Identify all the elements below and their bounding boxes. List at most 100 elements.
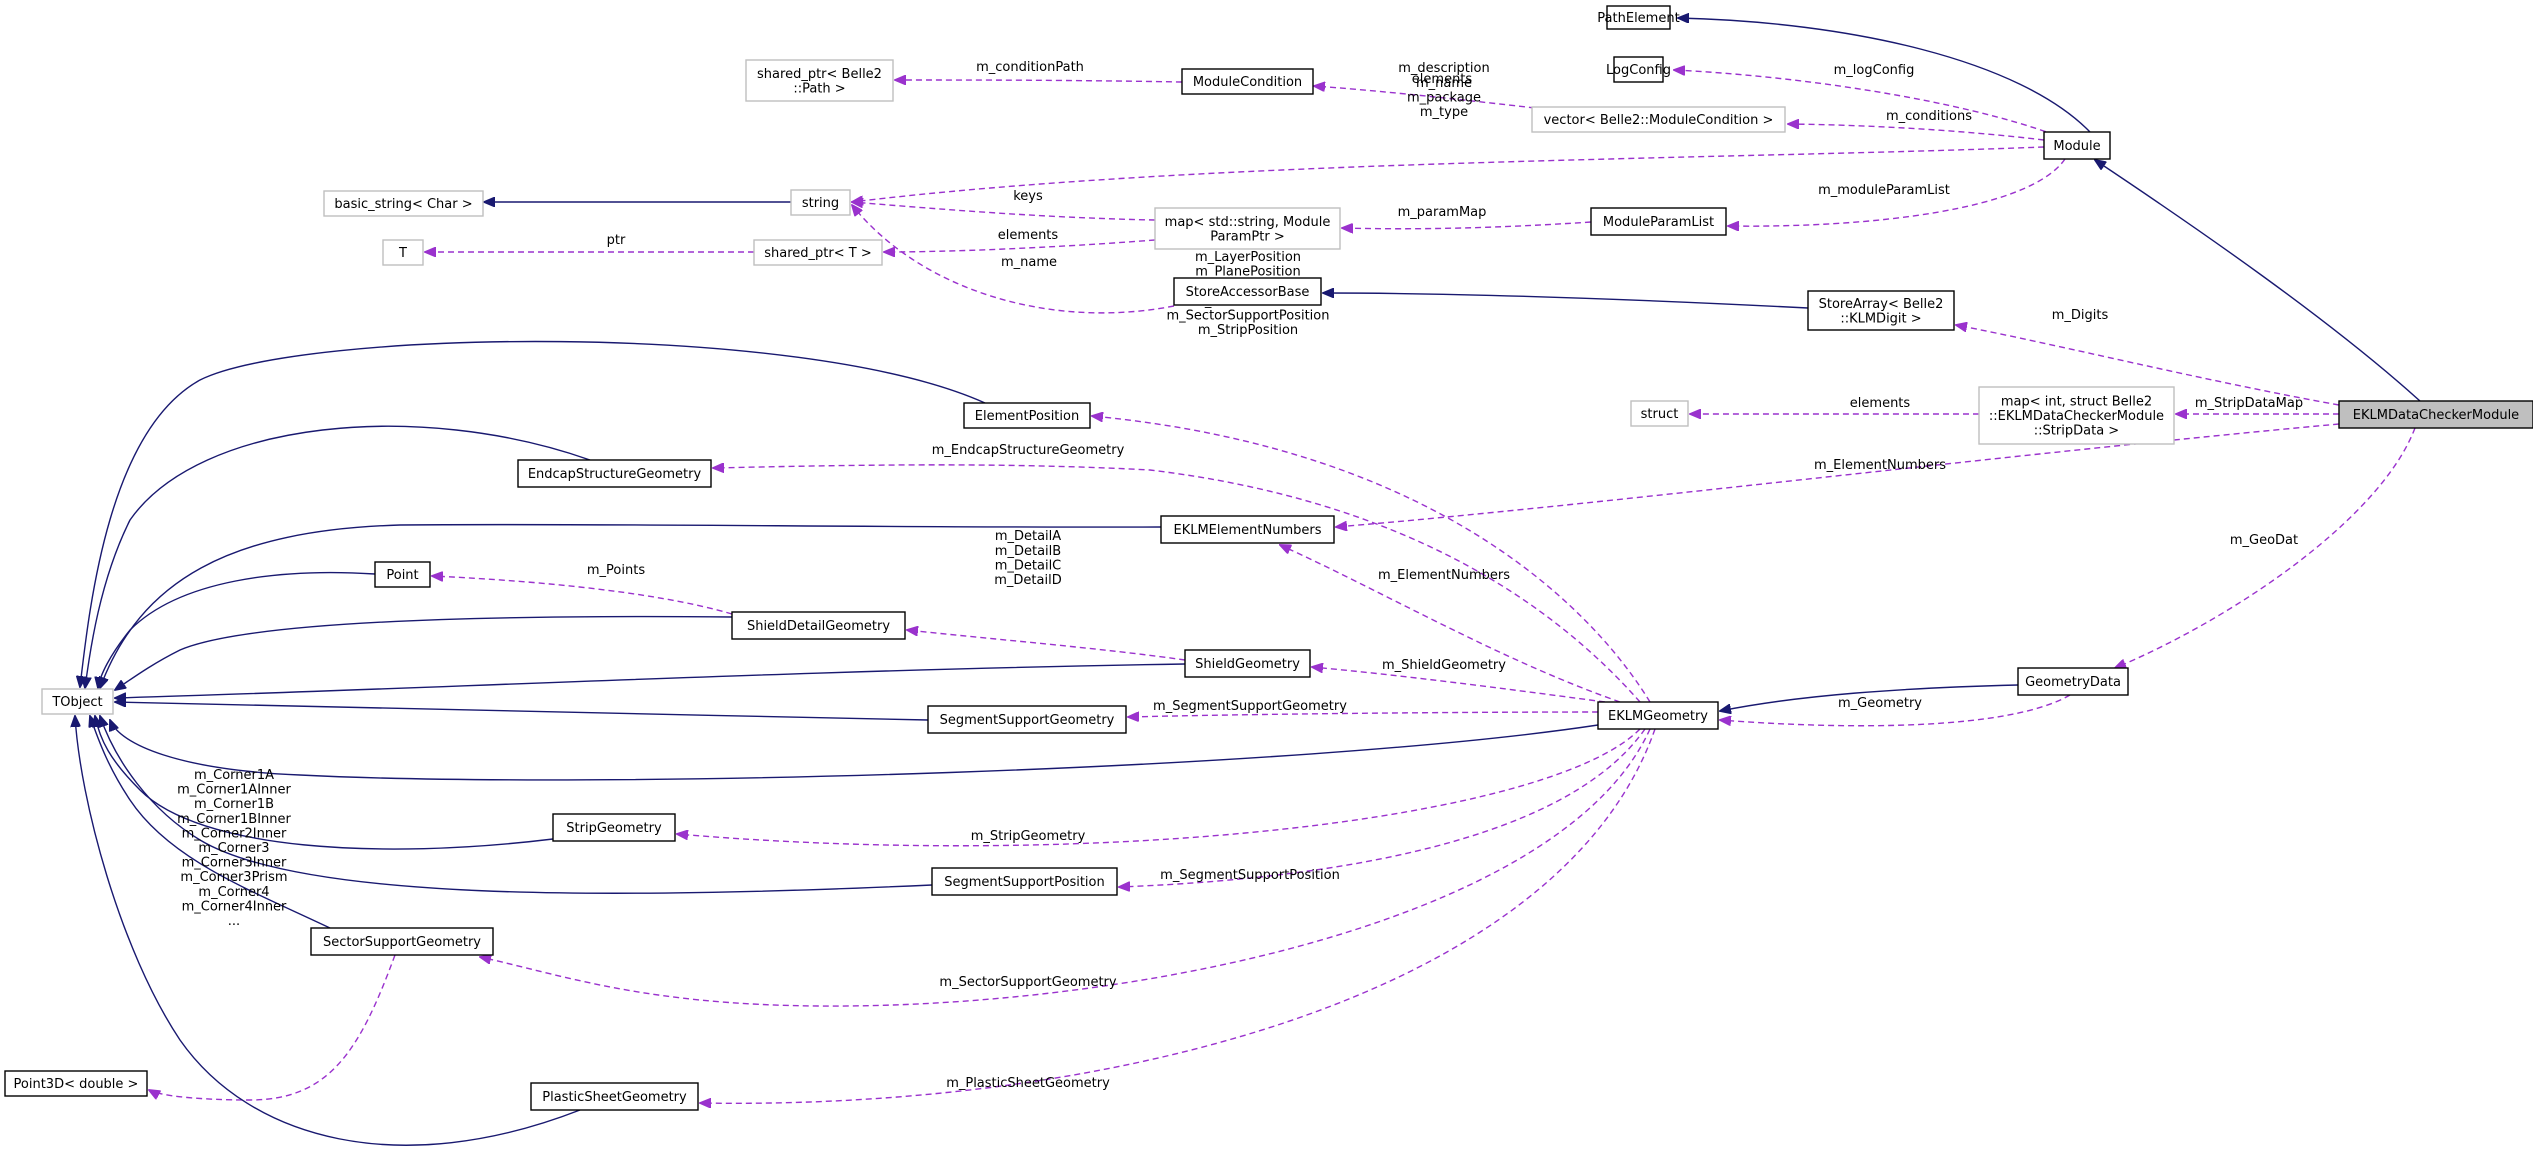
class-node-sectorsupportgeometry[interactable]: SectorSupportGeometry — [310, 927, 494, 956]
class-node-storeaccessorbase[interactable]: StoreAccessorBase — [1173, 277, 1322, 306]
node-box — [1978, 386, 2175, 445]
class-node-modulecondition[interactable]: ModuleCondition — [1181, 68, 1314, 95]
class-node-moduleparamlist[interactable]: ModuleParamList — [1590, 207, 1727, 236]
edge-label: m_StripDataMap — [2195, 396, 2303, 411]
node-box — [731, 611, 906, 640]
class-node-storearray[interactable]: StoreArray< Belle2::KLMDigit > — [1807, 290, 1955, 331]
node-label: T — [398, 246, 407, 261]
edge-label: m_ElementNumbers — [1378, 568, 1510, 583]
edge-module-to-string — [852, 146, 2045, 202]
node-label: Point3D< double > — [14, 1077, 139, 1092]
edge-label: m_Digits — [2052, 308, 2109, 323]
node-label: StoreAccessorBase — [1186, 285, 1310, 300]
class-node-segmentsupportposition[interactable]: SegmentSupportPosition — [931, 867, 1118, 896]
edge-label: m_SegmentSupportPosition — [1160, 868, 1340, 883]
edge-checker-to-elementnumbers — [1336, 423, 2340, 527]
class-node-eklmdatacheckermodule[interactable]: EKLMDataCheckerModule — [2338, 400, 2533, 429]
edge-shielddetail-to-tobject — [115, 615, 733, 690]
edge-label: m_Corner3Prism — [180, 870, 287, 885]
class-node-sp-path[interactable]: shared_ptr< Belle2::Path > — [745, 59, 894, 102]
edge-eklmgeometry-to-segsupgeom — [1128, 711, 1599, 717]
node-box — [1173, 277, 1322, 306]
edge-module-to-vec-cond — [1788, 124, 2045, 141]
class-node-point3d[interactable]: Point3D< double > — [4, 1070, 148, 1097]
node-label: struct — [1641, 407, 1679, 422]
edge-label: elements — [1412, 72, 1473, 87]
edge-sectorsup-to-point3d — [149, 954, 396, 1101]
edge-label: m_Geometry — [1838, 696, 1922, 711]
node-label: string — [802, 196, 839, 211]
class-node-t[interactable]: T — [382, 239, 424, 266]
class-node-basic-string[interactable]: basic_string< Char > — [323, 190, 484, 217]
class-node-tobject[interactable]: TObject — [41, 688, 114, 715]
edge-label: m_Corner4Inner — [182, 899, 287, 914]
class-node-point[interactable]: Point — [374, 561, 431, 588]
class-node-module[interactable]: Module — [2043, 131, 2111, 160]
edge-plastic-to-tobject — [75, 716, 581, 1146]
class-node-string[interactable]: string — [790, 189, 851, 216]
edge-map-param-to-string — [852, 202, 1156, 221]
node-box — [323, 190, 484, 217]
edge-eklmgeometry-to-strip — [677, 728, 1641, 847]
class-node-geometrydata[interactable]: GeometryData — [2017, 667, 2129, 696]
node-label: basic_string< Char > — [334, 197, 472, 212]
edge-label: m_SectorSupportPosition — [1167, 308, 1330, 323]
edge-label: m_ShieldGeometry — [1382, 658, 1506, 673]
node-label: Point — [386, 568, 418, 583]
class-node-stripgeometry[interactable]: StripGeometry — [552, 813, 676, 842]
node-box — [963, 402, 1091, 429]
node-box — [2338, 400, 2533, 429]
class-node-shieldgeometry[interactable]: ShieldGeometry — [1184, 649, 1311, 678]
class-node-vec-cond[interactable]: vector< Belle2::ModuleCondition > — [1531, 106, 1786, 133]
edge-label: m_Corner1BInner — [177, 812, 291, 827]
edge-label: m_name — [1001, 255, 1057, 270]
node-box — [931, 867, 1118, 896]
class-node-struct[interactable]: struct — [1630, 400, 1689, 427]
edge-label: m_moduleParamList — [1818, 183, 1950, 198]
edge-label: m_Points — [587, 563, 645, 578]
edge-label: m_DetailC — [995, 558, 1062, 573]
edge-label: m_name — [1416, 76, 1472, 91]
edge-label: m_package — [1407, 90, 1481, 105]
node-label: ShieldDetailGeometry — [747, 619, 890, 634]
node-label: EKLMDataCheckerModule — [2353, 408, 2519, 423]
edge-eklmgeometry-to-elementposition — [1092, 416, 1651, 703]
edge-eklmgeometry-to-elementnumbers — [1280, 545, 1621, 703]
class-node-pathelement[interactable]: PathElement — [1597, 5, 1680, 30]
node-box — [1531, 106, 1786, 133]
edge-paramlist-to-map-param — [1342, 221, 1592, 229]
class-node-plasticsheetgeometry[interactable]: PlasticSheetGeometry — [530, 1082, 699, 1111]
edge-eklmgeometry-to-tobject — [110, 720, 1599, 781]
edge-label: m_DetailD — [994, 573, 1061, 588]
edge-map-param-to-sp-T — [884, 239, 1156, 252]
class-node-segmentsupportgeometry[interactable]: SegmentSupportGeometry — [927, 705, 1127, 734]
class-node-map-strip[interactable]: map< int, struct Belle2::EKLMDataChecker… — [1978, 386, 2175, 445]
edge-segsuppos-to-tobject — [100, 716, 933, 895]
class-node-sp-t[interactable]: shared_ptr< T > — [753, 239, 883, 266]
node-label: PlasticSheetGeometry — [542, 1090, 687, 1105]
node-label: ShieldGeometry — [1195, 657, 1300, 672]
edge-label: ptr — [607, 233, 626, 248]
edge-label: m_StripPosition — [1198, 323, 1298, 338]
node-box — [41, 688, 114, 715]
class-node-eklmgeometry[interactable]: EKLMGeometry — [1597, 701, 1719, 730]
edge-label: m_Corner1AInner — [177, 783, 291, 798]
edge-label: m_PlasticSheetGeometry — [946, 1076, 1110, 1091]
class-node-eklmelementnumbers[interactable]: EKLMElementNumbers — [1160, 515, 1335, 544]
node-box — [1630, 400, 1689, 427]
class-node-endcapstructuregeometry[interactable]: EndcapStructureGeometry — [517, 459, 712, 488]
edge-label: m_Corner2Inner — [182, 826, 287, 841]
edge-label: m_Corner3 — [198, 841, 269, 856]
class-node-logconfig[interactable]: LogConfig — [1606, 56, 1671, 83]
edge-label: m_Corner3Inner — [182, 856, 287, 871]
node-box — [517, 459, 712, 488]
edge-shield-to-tobject — [115, 663, 1186, 698]
edge-elementposition-to-tobject — [80, 340, 986, 687]
node-label: SegmentSupportGeometry — [940, 713, 1115, 728]
edge-shielddetail-to-point — [432, 576, 733, 615]
edge-strip-to-tobject — [95, 716, 554, 850]
class-node-shielddetailgeometry[interactable]: ShieldDetailGeometry — [731, 611, 906, 640]
class-node-elementposition[interactable]: ElementPosition — [963, 402, 1091, 429]
